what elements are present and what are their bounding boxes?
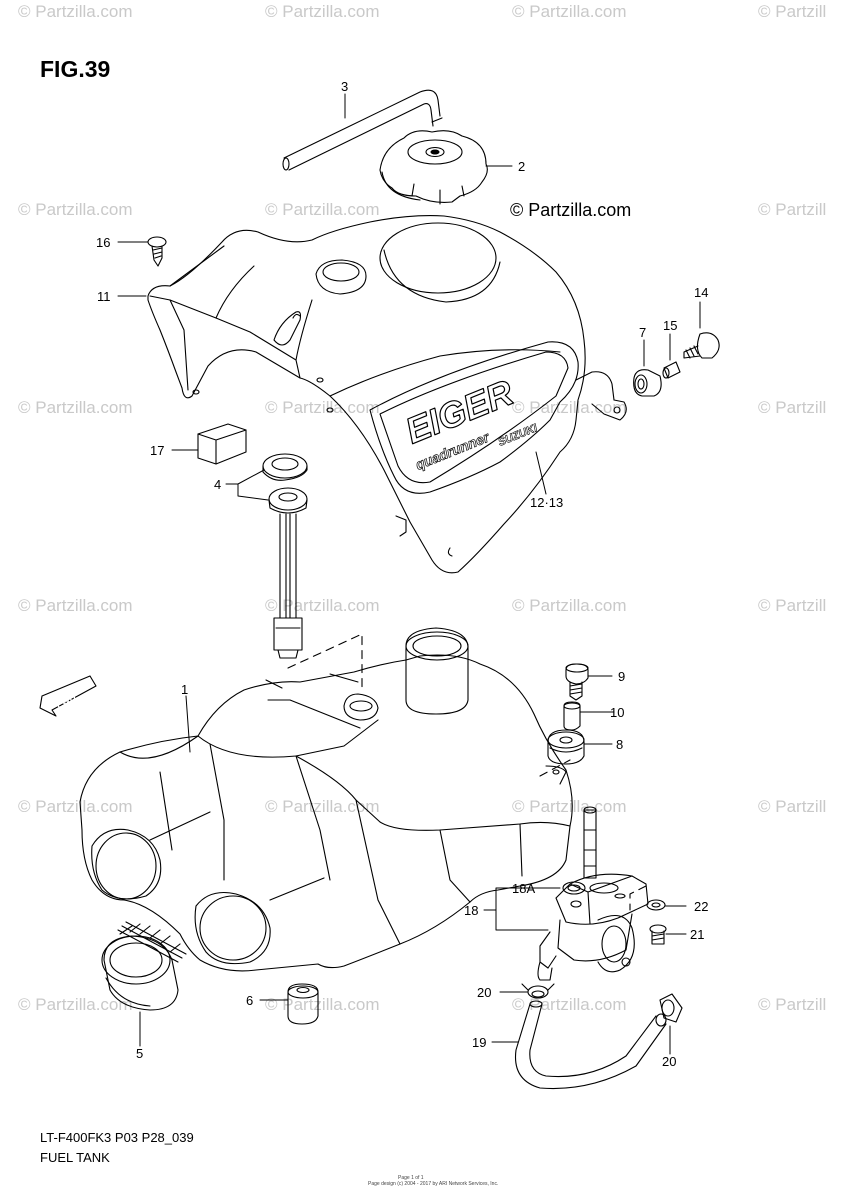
watermark: © Partzill (758, 2, 827, 21)
fuel-tank-cover-part: EIGER quadrunner SUZUKI (147, 215, 627, 574)
watermark: © Partzilla.com (18, 797, 133, 816)
watermark: © Partzilla.com (265, 200, 380, 219)
watermark: © Partzilla.com (512, 2, 627, 21)
tank-cushion-part (287, 983, 319, 1025)
assembly-guide-lines (287, 633, 647, 911)
callout-label-8: 8 (616, 737, 623, 752)
watermark: © Partzilla.com (265, 398, 380, 417)
fuel-gauge-part (268, 487, 308, 659)
page-number-credit: Page 1 of 1 (398, 1175, 424, 1181)
callout-label-2: 2 (518, 159, 525, 174)
callout-label-16: 16 (96, 235, 110, 250)
callout-label-3: 3 (341, 79, 348, 94)
fuel-valve-part (537, 806, 649, 981)
fuel-hose-part (514, 1000, 667, 1090)
watermark: © Partzilla.com (18, 596, 133, 615)
model-code: LT-F400FK3 P03 P28_039 (40, 1130, 194, 1145)
cover-bolt-part (683, 332, 720, 359)
callout-label-14: 14 (694, 285, 708, 300)
fuel-gauge-gasket-part (262, 453, 308, 481)
valve-o-ring-part (562, 881, 586, 895)
mount-bolt-part (565, 663, 589, 701)
hose-clamp-part (659, 993, 683, 1023)
watermark: © Partzilla.com (265, 797, 380, 816)
callout-label-19: 19 (472, 1035, 486, 1050)
figure-title: FIG.39 (40, 56, 111, 82)
clamp-ring-part (101, 921, 187, 1011)
cushion-pad-part (197, 423, 247, 465)
hose-clamp-part (521, 983, 555, 999)
watermark: © Partzilla.com (265, 995, 380, 1014)
watermark: © Partzilla.com (512, 797, 627, 816)
mount-collar-part (563, 701, 581, 731)
breather-hose-part (282, 89, 443, 171)
callout-label-12-13: 12·13 (530, 495, 563, 510)
watermark: © Partzilla.com (18, 2, 133, 21)
section-name: FUEL TANK (40, 1150, 110, 1165)
callout-label-9: 9 (618, 669, 625, 684)
callout-label-20: 20 (477, 985, 491, 1000)
callout-label-21: 21 (690, 927, 704, 942)
copyright-notice: © Partzilla.com (510, 200, 632, 220)
watermark: © Partzilla.com (512, 596, 627, 615)
callout-label-22: 22 (694, 899, 708, 914)
callout-label-18a: 18A (512, 881, 535, 896)
callout-label-6: 6 (246, 993, 253, 1008)
watermark: © Partzill (758, 797, 827, 816)
page-design-credit: Page design (c) 2004 - 2017 by ARI Netwo… (368, 1181, 499, 1187)
watermark: © Partzill (758, 398, 827, 417)
screw-part (147, 236, 167, 267)
callout-label-17: 17 (150, 443, 164, 458)
fuel-cap-part (379, 130, 488, 205)
collar-part (662, 361, 681, 379)
watermark: © Partzilla.com (18, 995, 133, 1014)
callout-label-20: 20 (662, 1054, 676, 1069)
forward-label: FWD (54, 692, 77, 710)
watermark: © Partzilla.com (18, 398, 133, 417)
callout-label-11: 11 (97, 289, 111, 304)
watermark: © Partzilla.com (512, 398, 627, 417)
valve-screw-part (649, 924, 667, 945)
callout-label-5: 5 (136, 1046, 143, 1061)
callout-label-10: 10 (610, 705, 624, 720)
callout-label-1: 1 (181, 682, 188, 697)
forward-direction-arrow (39, 675, 97, 717)
callout-label-4: 4 (214, 477, 221, 492)
mount-grommet-part (547, 729, 585, 765)
cover-mount-grommet-part (633, 369, 662, 397)
callout-label-7: 7 (639, 325, 646, 340)
watermark: © Partzill (758, 200, 827, 219)
fuel-tank-part (79, 627, 573, 972)
watermark: © Partzill (758, 596, 827, 615)
decal-maker-text: SUZUKI (497, 422, 540, 449)
valve-washer-part (646, 899, 666, 911)
watermark: © Partzilla.com (265, 2, 380, 21)
watermark: © Partzilla.com (265, 596, 380, 615)
callout-label-15: 15 (663, 318, 677, 333)
watermark: © Partzill (758, 995, 827, 1014)
watermark: © Partzilla.com (18, 200, 133, 219)
callout-label-18: 18 (464, 903, 478, 918)
